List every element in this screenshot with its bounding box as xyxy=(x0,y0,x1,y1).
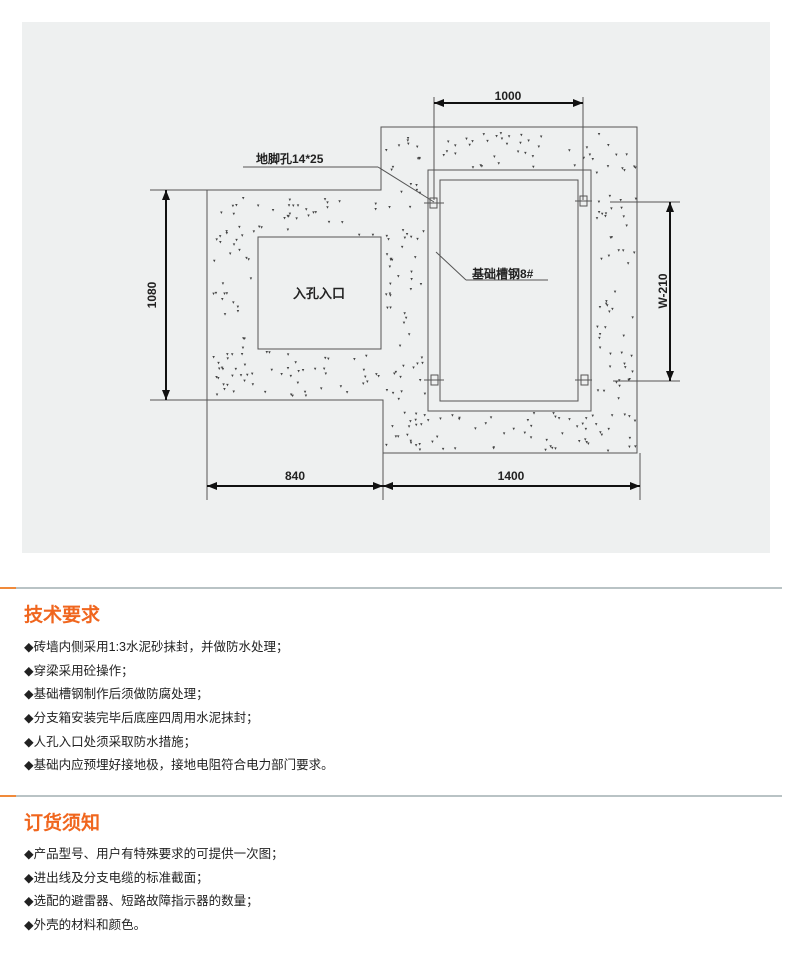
list-item: ◆外壳的材料和颜色。 xyxy=(24,918,147,933)
dim-left-label: 1080 xyxy=(145,281,159,308)
manhole-rect xyxy=(257,236,382,350)
channel-steel-inner xyxy=(439,179,579,402)
tech-requirements-list: ◆砖墙内侧采用1:3水泥砂抹封，并做防水处理； ◆穿梁采用砼操作； ◆基础槽钢制… xyxy=(24,637,334,779)
dim-bottom-left-label: 840 xyxy=(285,469,305,483)
order-notes-title: 订货须知 xyxy=(24,813,101,834)
manhole-label: 入孔入口 xyxy=(293,286,345,301)
list-item: ◆基础槽钢制作后须做防腐处理； xyxy=(24,687,209,702)
list-item: ◆进出线及分支电缆的标准截面； xyxy=(24,870,209,885)
list-item: ◆基础内应预埋好接地极，接地电阻符合电力部门要求。 xyxy=(24,758,334,773)
concrete-hatch xyxy=(212,132,638,453)
section-divider xyxy=(0,587,782,589)
anchor-holes xyxy=(424,195,592,386)
dim-top-label: 1000 xyxy=(495,89,522,103)
channel-steel-label: 基础槽钢8# xyxy=(471,266,534,281)
list-item: ◆选配的避雷器、短路故障指示器的数量； xyxy=(24,894,259,909)
list-item: ◆砖墙内侧采用1:3水泥砂抹封，并做防水处理； xyxy=(24,640,289,654)
foundation-drawing-panel xyxy=(22,22,770,553)
list-item: ◆产品型号、用户有特殊要求的可提供一次图； xyxy=(24,847,284,861)
list-item: ◆分支箱安装完毕后底座四周用水泥抹封； xyxy=(24,711,259,726)
list-item: ◆人孔入口处须采取防水措施； xyxy=(24,734,197,749)
order-notes-list: ◆产品型号、用户有特殊要求的可提供一次图； ◆进出线及分支电缆的标准截面； ◆选… xyxy=(24,844,284,939)
channel-steel-outer xyxy=(427,169,592,412)
foundation-outline xyxy=(206,126,638,454)
dim-bottom-right-label: 1400 xyxy=(498,469,525,483)
foundation-drawing: 1000 1080 W-210 840 1400 地脚孔14*25 基础槽钢8#… xyxy=(145,89,680,500)
dim-right-label: W-210 xyxy=(656,273,670,308)
anchor-hole-label: 地脚孔14*25 xyxy=(256,151,324,166)
section-divider xyxy=(0,795,782,797)
list-item: ◆穿梁采用砼操作； xyxy=(24,663,134,678)
tech-requirements-title: 技术要求 xyxy=(24,605,101,626)
